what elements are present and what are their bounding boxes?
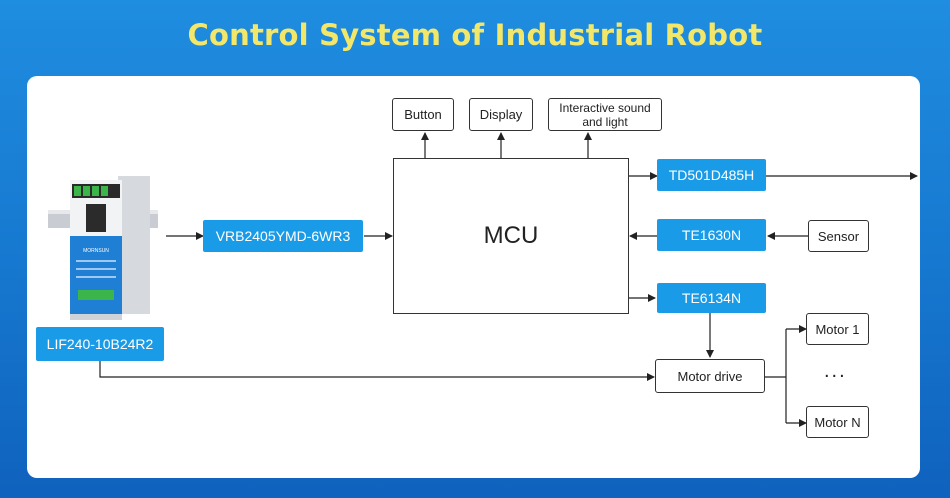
motor-n-node: Motor N: [806, 406, 869, 438]
te6134n-node: TE6134N: [657, 283, 766, 313]
interactive-sound-light-node: Interactive sound and light: [548, 98, 662, 131]
terminal-4: [101, 186, 108, 196]
sensor-node: Sensor: [808, 220, 869, 252]
psu-brand: MORNSUN: [83, 248, 109, 254]
button-node: Button: [392, 98, 454, 131]
te1630n-node: TE1630N: [657, 219, 766, 251]
page-title: Control System of Industrial Robot: [187, 18, 763, 52]
terminal-1: [74, 186, 81, 196]
vrb2405ymd-node: VRB2405YMD-6WR3: [203, 220, 363, 252]
terminal-2: [83, 186, 90, 196]
td501d485h-node: TD501D485H: [657, 159, 766, 191]
more-motors-ellipsis: ...: [824, 360, 847, 382]
power-supply-module-image: MORNSUN: [48, 176, 158, 320]
terminal-3: [92, 186, 99, 196]
motor-1-node: Motor 1: [806, 313, 869, 345]
display-node: Display: [469, 98, 533, 131]
mcu-node: MCU: [393, 158, 629, 314]
lif240-node: LIF240-10B24R2: [36, 327, 164, 361]
wire-lif-drive: [99, 360, 655, 381]
psu-case-side: [118, 176, 150, 314]
motor-drive-node: Motor drive: [655, 359, 765, 393]
